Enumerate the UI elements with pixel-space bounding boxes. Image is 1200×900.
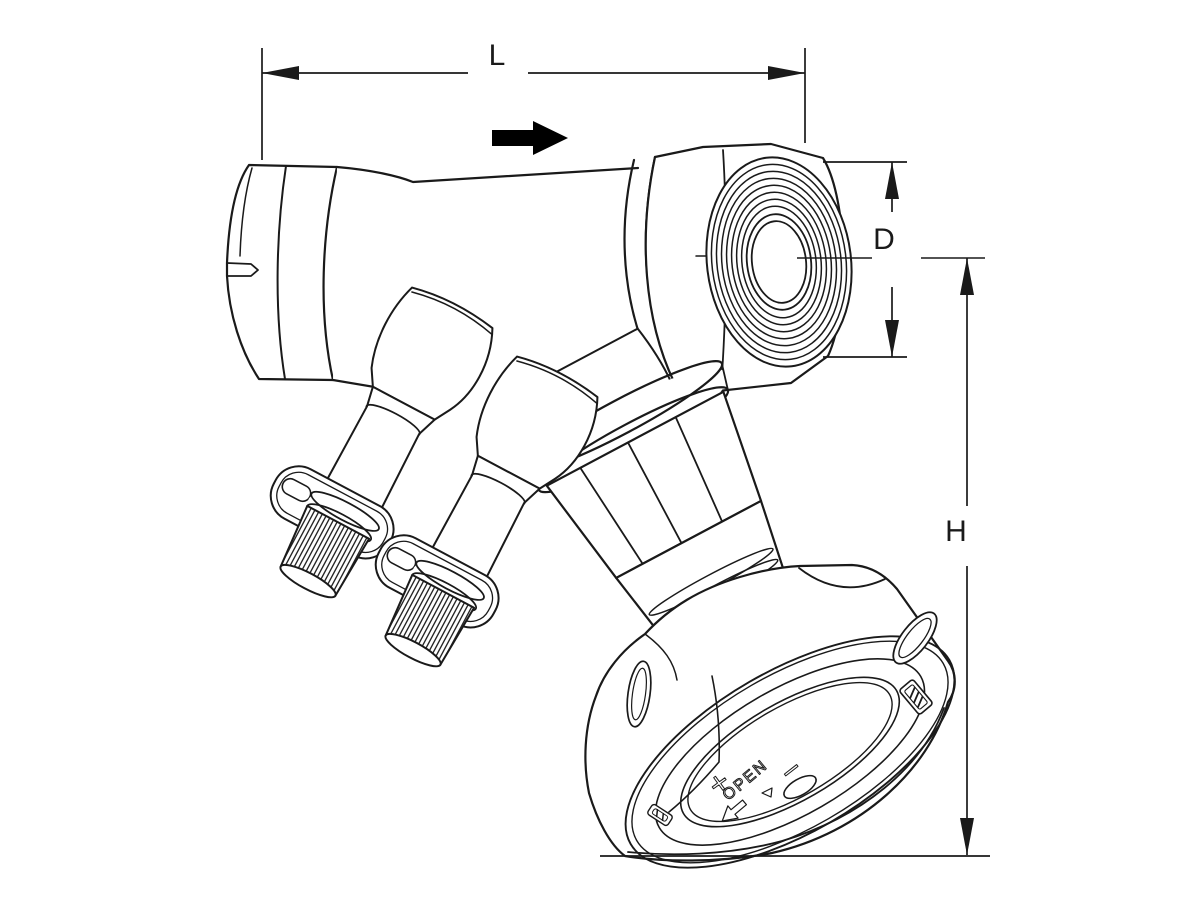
arrowhead-down [885, 320, 899, 357]
arrowhead-up [885, 162, 899, 199]
valve-body: + OPEN − [225, 142, 956, 869]
dimension-label-diameter: D [873, 223, 895, 256]
arrowhead-down [960, 818, 974, 855]
dimension-annotations: L D H [261, 39, 990, 857]
handwheel: + OPEN − [584, 563, 956, 869]
dimension-label-length: L [489, 39, 506, 72]
arrowhead-left [262, 66, 299, 80]
dimension-height: H [600, 258, 990, 857]
finger-recess-right [892, 611, 938, 665]
handwheel-face [624, 635, 956, 869]
grip-slot-right [899, 679, 933, 715]
extension-lines-d [823, 161, 907, 358]
arrowhead-right [768, 66, 805, 80]
female-thread-opening [705, 156, 853, 368]
extension-lines-l [261, 48, 806, 160]
dimension-diameter: D [797, 161, 985, 358]
arrowhead-up [960, 258, 974, 295]
dimension-label-height: H [945, 515, 967, 548]
flow-direction-arrow [492, 121, 568, 155]
grip-slot-lower-left [647, 803, 673, 827]
dimension-length: L [261, 39, 806, 160]
handwheel-hub [761, 774, 817, 800]
left-hex-end-cap [225, 163, 339, 382]
hex-corner-notch [226, 262, 259, 277]
open-direction-arrow-icon [721, 799, 748, 822]
finger-recess-left [626, 660, 652, 728]
handwheel-back-scoop [798, 567, 886, 589]
right-hex-nut [644, 142, 853, 395]
